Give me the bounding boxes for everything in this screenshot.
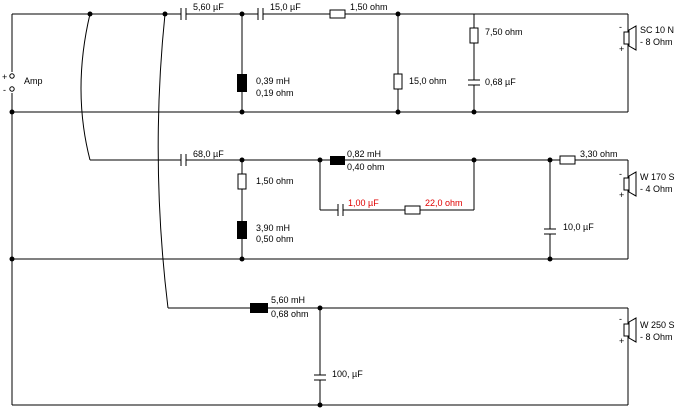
tweeter-speaker-plus: + bbox=[619, 44, 624, 54]
woofer-speaker-plus: + bbox=[619, 336, 624, 346]
mid-speaker-imp: - 4 Ohm bbox=[640, 184, 673, 194]
mid-speaker-plus: + bbox=[619, 190, 624, 200]
tweeter-resistor-shunt: 15,0 ohm bbox=[393, 14, 447, 112]
mid-l-shunt-label: 3,90 mH bbox=[256, 223, 290, 233]
mid-l-series-r-label: 0,40 ohm bbox=[347, 162, 385, 172]
tweeter-c-notch-label: 0,68 µF bbox=[485, 77, 516, 87]
tweeter-capacitor-c2: 15,0 µF bbox=[257, 2, 301, 20]
woofer-l-series-r-label: 0,68 ohm bbox=[271, 309, 309, 319]
tweeter-notch: 7,50 ohm 0,68 µF bbox=[468, 14, 523, 112]
tweeter-speaker-minus: - bbox=[619, 22, 622, 32]
tweeter-r-shunt-label: 15,0 ohm bbox=[409, 76, 447, 86]
woofer-capacitor-shunt: 100, µF bbox=[314, 308, 363, 405]
mid-c-shunt-label: 10,0 µF bbox=[563, 222, 594, 232]
tweeter-inductor-shunt: 0,39 mH 0,19 ohm bbox=[237, 14, 294, 112]
tweeter-capacitor-c1: 5,60 µF bbox=[180, 2, 224, 20]
mid-parallel-rc: 1,00 µF 22,0 ohm bbox=[319, 160, 475, 216]
amp-label: Amp bbox=[24, 76, 43, 86]
woofer-l-series-label: 5,60 mH bbox=[271, 295, 305, 305]
tweeter-l-shunt-r-label: 0,19 ohm bbox=[256, 88, 294, 98]
tweeter-speaker-name: SC 10 N bbox=[640, 25, 674, 35]
mid-speaker-minus: - bbox=[619, 169, 622, 179]
amp-minus: - bbox=[3, 85, 6, 95]
woofer-speaker-minus: - bbox=[619, 314, 622, 324]
tweeter-r-notch-label: 7,50 ohm bbox=[485, 27, 523, 37]
amp-plus: + bbox=[2, 72, 7, 82]
mid-l-shunt-r-label: 0,50 ohm bbox=[256, 234, 294, 244]
tweeter-c1-label: 5,60 µF bbox=[193, 2, 224, 12]
mid-speaker: - + W 170 S - 4 Ohm bbox=[619, 160, 675, 259]
mid-shunt-rl: 1,50 ohm 3,90 mH 0,50 ohm bbox=[237, 160, 294, 259]
mid-r-shunt-label: 1,50 ohm bbox=[256, 176, 294, 186]
mid-series-inductor: 0,82 mH 0,40 ohm bbox=[330, 149, 385, 172]
mid-branch: 68,0 µF 1,50 ohm 3,90 mH 0,50 ohm 0,82 m… bbox=[9, 149, 675, 262]
woofer-series-inductor: 5,60 mH 0,68 ohm bbox=[250, 295, 309, 319]
woofer-speaker-imp: - 8 Ohm bbox=[640, 332, 673, 342]
amp-input: + - Amp bbox=[2, 14, 43, 405]
tweeter-speaker: - + SC 10 N - 8 Ohm bbox=[619, 14, 674, 112]
feed-wires bbox=[80, 13, 169, 309]
woofer-speaker-name: W 250 S bbox=[640, 320, 675, 330]
mid-r-series-label: 3,30 ohm bbox=[580, 149, 618, 159]
tweeter-speaker-imp: - 8 Ohm bbox=[640, 37, 673, 47]
mid-c1-label: 68,0 µF bbox=[193, 149, 224, 159]
mid-capacitor-shunt: 10,0 µF bbox=[544, 160, 594, 259]
mid-speaker-name: W 170 S bbox=[640, 172, 675, 182]
mid-r-par-label: 22,0 ohm bbox=[425, 198, 463, 208]
tweeter-branch: 5,60 µF 15,0 µF 1,50 ohm 0,39 mH 0,19 oh… bbox=[9, 2, 674, 115]
tweeter-resistor-series: 1,50 ohm bbox=[329, 2, 388, 19]
woofer-c-shunt-label: 100, µF bbox=[332, 369, 363, 379]
mid-resistor-series: 3,30 ohm bbox=[559, 149, 618, 165]
mid-capacitor-c1: 68,0 µF bbox=[180, 149, 224, 166]
woofer-speaker: - + W 250 S - 8 Ohm bbox=[619, 308, 675, 405]
mid-c-par-label: 1,00 µF bbox=[348, 198, 379, 208]
tweeter-l-shunt-label: 0,39 mH bbox=[256, 76, 290, 86]
tweeter-c2-label: 15,0 µF bbox=[270, 2, 301, 12]
woofer-branch: 5,60 mH 0,68 ohm 100, µF - + W 250 S - 8… bbox=[12, 295, 675, 408]
tweeter-r-series-label: 1,50 ohm bbox=[350, 2, 388, 12]
mid-l-series-label: 0,82 mH bbox=[347, 149, 381, 159]
